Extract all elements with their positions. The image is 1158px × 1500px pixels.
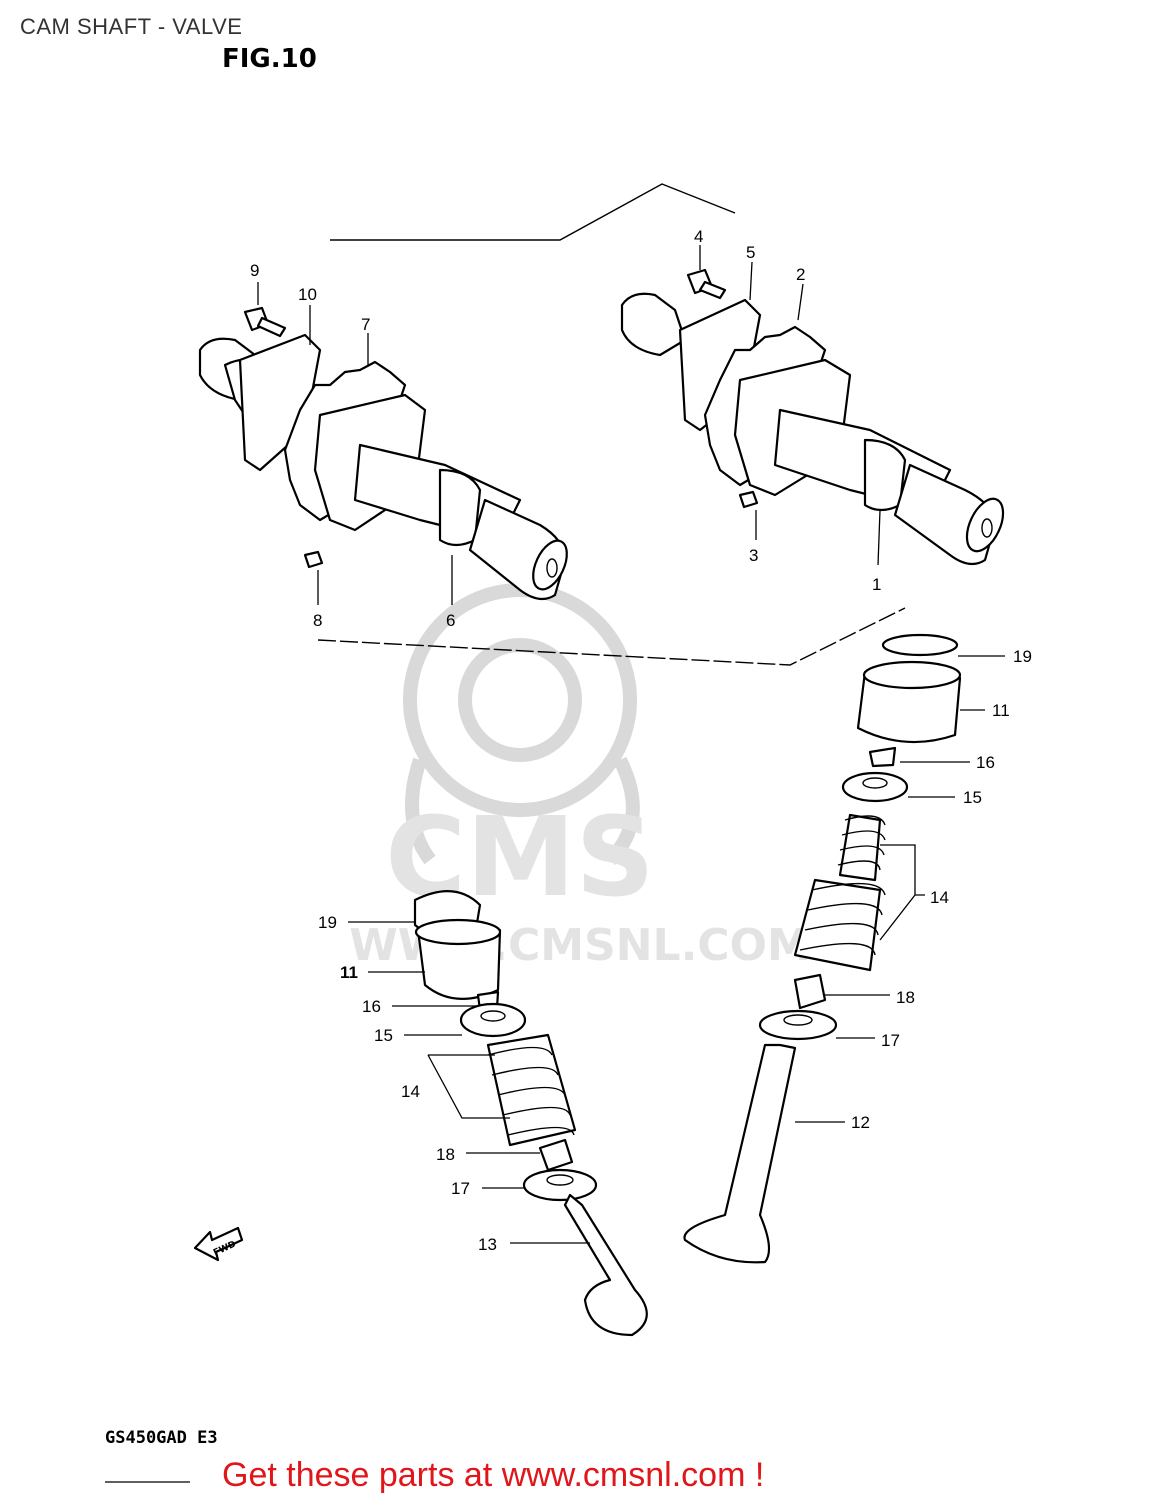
callout-18-right: 18 [896,988,915,1007]
callout-8: 8 [313,611,322,630]
callout-17-right: 17 [881,1031,900,1050]
callout-4: 4 [694,227,703,246]
callout-12: 12 [851,1113,870,1132]
callout-11-right: 11 [992,701,1010,720]
spring-14-left [486,1033,577,1147]
cotter-16-right [868,746,897,768]
camshaft-left [198,306,568,601]
dowel-8 [303,550,324,569]
callout-3: 3 [749,546,758,565]
callout-19-right: 19 [1013,647,1032,666]
get-parts-link[interactable]: Get these parts at www.cmsnl.com ! [222,1456,765,1494]
valve-12-exhaust [683,1043,797,1264]
callout-10: 10 [298,285,317,304]
valve-stack-left [413,890,648,1337]
valve-stack-right [683,633,962,1264]
callout-2: 2 [796,265,805,284]
spring-14-right [793,813,886,972]
tappet-11-right [856,670,962,744]
callouts: 9 10 7 4 5 2 3 1 6 8 19 11 16 15 14 18 1… [250,227,1032,1254]
callout-16-left: 16 [362,997,381,1016]
callout-14-right: 14 [930,888,949,907]
callout-1: 1 [872,575,881,594]
retainer-15-right [841,771,909,803]
callout-15-left: 15 [374,1026,393,1045]
callout-9: 9 [250,261,259,280]
forward-arrow: FWD [193,1226,244,1262]
shim-19-right [881,633,959,657]
callout-19-left: 19 [318,913,337,932]
callout-15-right: 15 [963,788,982,807]
dowel-3 [738,490,759,509]
retainer-15-left [459,1002,527,1038]
seat-18-right [793,973,827,1010]
callout-11-left: 11 [340,963,358,982]
callout-7: 7 [361,315,370,334]
model-code: GS450GAD E3 [105,1428,218,1448]
valve-13-intake [563,1193,648,1337]
callout-16-right: 16 [976,753,995,772]
callout-13: 13 [478,1235,497,1254]
callout-6: 6 [446,611,455,630]
assembly-outline-line-lower [317,607,906,666]
callout-5: 5 [746,243,755,262]
seat-18-left [538,1138,574,1172]
assembly-outline-line [330,183,736,241]
callout-14-left: 14 [401,1082,420,1101]
page-title: CAM SHAFT - VALVE [20,14,243,39]
figure-number: FIG.10 [222,44,317,74]
camshaft-right [620,268,1005,566]
leader-lines [257,245,1005,1244]
callout-17-left: 17 [451,1179,470,1198]
tappet-11-left [416,928,502,1000]
callout-18-left: 18 [436,1145,455,1164]
